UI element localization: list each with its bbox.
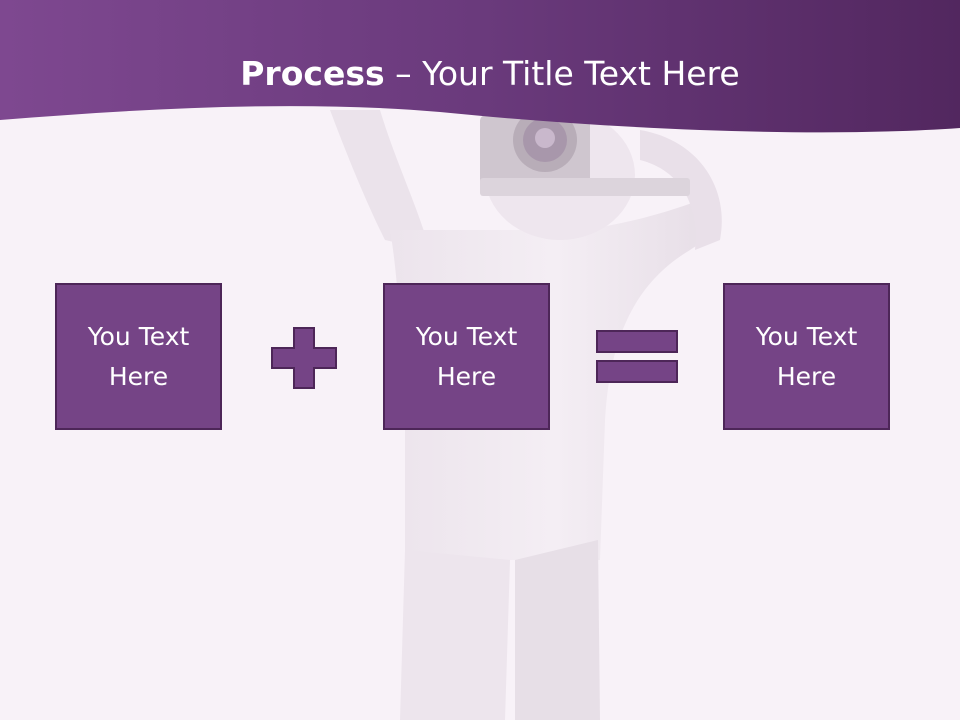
process-box-3: You Text Here [723, 283, 890, 430]
box-3-line-1: You Text [755, 321, 858, 351]
title-bold: Process [240, 54, 385, 93]
process-box-2: You Text Here [383, 283, 550, 430]
box-2-line-2: Here [436, 361, 497, 391]
header-band [0, 0, 960, 133]
box-3-line-2: Here [776, 361, 837, 391]
box-1-line-2: Here [108, 361, 169, 391]
box-1-line-1: You Text [87, 321, 190, 351]
page-title: Process – Your Title Text Here [0, 52, 960, 96]
box-2-line-1: You Text [415, 321, 518, 351]
process-box-1: You Text Here [55, 283, 222, 430]
plus-icon [271, 327, 337, 389]
equals-icon [596, 330, 678, 383]
title-rest: – Your Title Text Here [384, 54, 740, 93]
